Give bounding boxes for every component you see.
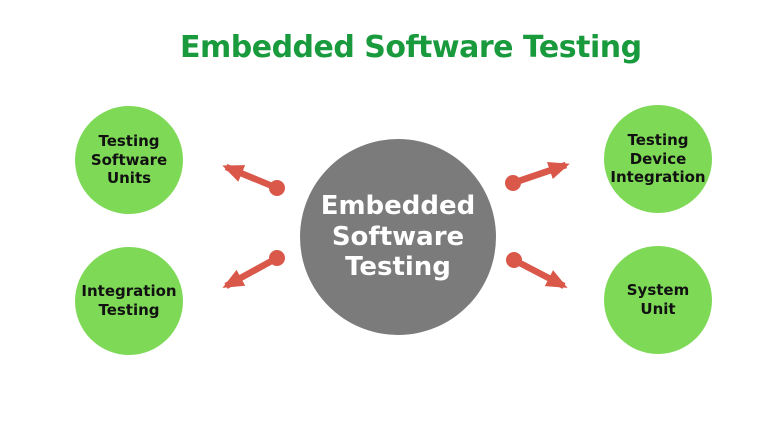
center-node-label: Embedded Software Testing	[320, 190, 476, 283]
node-system-unit: System Unit	[604, 246, 712, 354]
node-integration-testing: Integration Testing	[75, 247, 183, 355]
node-label: Integration Testing	[81, 282, 177, 319]
arrow-origin-dot	[506, 252, 522, 268]
center-node-embedded-software-testing: Embedded Software Testing	[300, 139, 496, 335]
arrow-to-integration-testing	[222, 250, 285, 289]
arrow-to-testing-device-integration	[505, 161, 570, 191]
node-label: System Unit	[626, 281, 690, 318]
arrow-shaft	[511, 161, 570, 187]
page-title: Embedded Software Testing	[180, 30, 642, 65]
node-label: Testing Software Units	[90, 131, 168, 188]
arrow-shaft	[222, 163, 279, 192]
arrow-origin-dot	[269, 250, 285, 266]
arrow-shaft	[222, 255, 279, 289]
node-testing-device-integration: Testing Device Integration	[604, 105, 712, 213]
arrow-shaft	[512, 257, 568, 289]
node-testing-software-units: Testing Software Units	[75, 106, 183, 214]
node-label: Testing Device Integration	[610, 130, 706, 187]
arrow-origin-dot	[505, 175, 521, 191]
arrow-to-testing-software-units	[222, 163, 285, 196]
arrow-origin-dot	[269, 180, 285, 196]
arrow-to-system-unit	[506, 252, 568, 289]
